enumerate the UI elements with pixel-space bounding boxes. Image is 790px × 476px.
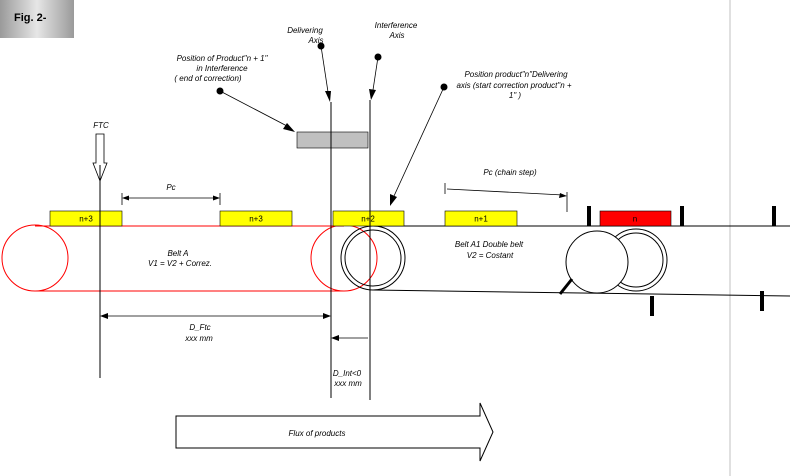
callout-line3: ( end of correction) xyxy=(174,74,241,83)
product-label: n+2 xyxy=(361,215,375,224)
belt-a1-label: Belt A1 Double belt V2 = Costant xyxy=(455,240,524,260)
d-ftc-value: xxx mm xyxy=(184,334,213,343)
chain-step-label: Pc (chain step) xyxy=(483,168,537,177)
flow-arrow: Flux of products xyxy=(175,402,494,462)
belt-a-right-pulley xyxy=(310,224,378,292)
figure-label-text: Fig. 2- xyxy=(14,12,47,24)
callout-line2: in Interference xyxy=(196,64,248,73)
chain-pin xyxy=(680,206,684,226)
d-ftc-label: D_Ftc xyxy=(189,323,210,332)
callout-line1: Position product"n"Delivering xyxy=(464,70,568,79)
product-n1: n+1 xyxy=(444,210,518,227)
belt-a xyxy=(1,224,378,292)
callout-line3: 1" ) xyxy=(509,91,522,100)
d-ftc-dimension: D_Ftc xxx mm xyxy=(100,313,331,343)
interference-axis: Interference Axis xyxy=(369,21,418,400)
delivering-axis: Delivering Axis xyxy=(287,26,332,398)
chain-pin xyxy=(587,206,591,226)
chain-pins xyxy=(587,206,776,316)
belt-a1-lower-run xyxy=(372,289,790,297)
interference-block xyxy=(296,131,369,149)
belt-a1-left-pulley-outer xyxy=(340,225,406,291)
product-label: n+1 xyxy=(474,215,488,224)
belt-a-formula: V1 = V2 + Correz. xyxy=(148,259,212,268)
ftc-axis: FTC xyxy=(92,121,109,378)
belt-a1-formula: V2 = Costant xyxy=(467,251,514,260)
product-n3-right: n+3 xyxy=(219,210,293,227)
delivering-axis-pointer-head xyxy=(325,91,331,102)
delivering-axis-pointer xyxy=(320,45,329,93)
interference-axis-label-line2: Axis xyxy=(388,31,404,40)
tensioner-arm xyxy=(558,278,574,295)
figure-label: Fig. 2- xyxy=(0,0,74,38)
interference-position-callout: Position of Product"n + 1" in Interferen… xyxy=(174,54,295,132)
callout-pointer-head xyxy=(390,194,397,206)
belt-a-label: Belt A V1 = V2 + Correz. xyxy=(148,249,212,268)
chain-pin xyxy=(760,291,764,311)
belt-a-name: Belt A xyxy=(167,249,188,258)
product-n2: n+2 xyxy=(332,210,405,227)
product-label: n xyxy=(633,215,637,224)
flow-label: Flux of products xyxy=(289,429,346,438)
delivering-axis-label-line2: Axis xyxy=(307,36,323,45)
d-int-value: xxx mm xyxy=(333,379,362,388)
ftc-arrow xyxy=(92,133,108,183)
callout-line2: axis (start correction product"n + xyxy=(456,81,571,90)
interference-axis-label-line1: Interference xyxy=(375,21,418,30)
chain-step-dimension: Pc (chain step) xyxy=(444,168,568,212)
product-label: n+3 xyxy=(249,215,263,224)
callout-pointer-head xyxy=(283,123,295,132)
pitch-dimension: Pc xyxy=(121,183,221,205)
belt-a1-tension-roller xyxy=(565,230,629,294)
product-label: n+3 xyxy=(79,215,93,224)
belt-a1-name: Belt A1 Double belt xyxy=(455,240,524,249)
callout-pointer xyxy=(219,90,288,127)
d-int-dimension: D_Int<0 xxx mm xyxy=(331,335,368,388)
callout-pointer xyxy=(393,86,445,197)
interference-axis-pointer-head xyxy=(369,89,376,100)
belt-a1-left-pulley-inner xyxy=(344,229,402,287)
delivering-axis-label-line1: Delivering xyxy=(287,26,323,35)
product-n3-left: n+3 xyxy=(49,210,123,227)
ftc-label: FTC xyxy=(93,121,109,130)
belt-a1 xyxy=(340,225,790,297)
chain-pin xyxy=(650,296,654,316)
product-n: n xyxy=(599,210,672,227)
pitch-label: Pc xyxy=(166,183,175,192)
chain-pin xyxy=(772,206,776,226)
d-int-label: D_Int<0 xyxy=(333,369,362,378)
belt-a-left-pulley xyxy=(1,224,69,292)
delivering-position-callout: Position product"n"Delivering axis (star… xyxy=(390,70,572,206)
interference-axis-pointer xyxy=(372,56,379,91)
callout-line1: Position of Product"n + 1" xyxy=(177,54,269,63)
